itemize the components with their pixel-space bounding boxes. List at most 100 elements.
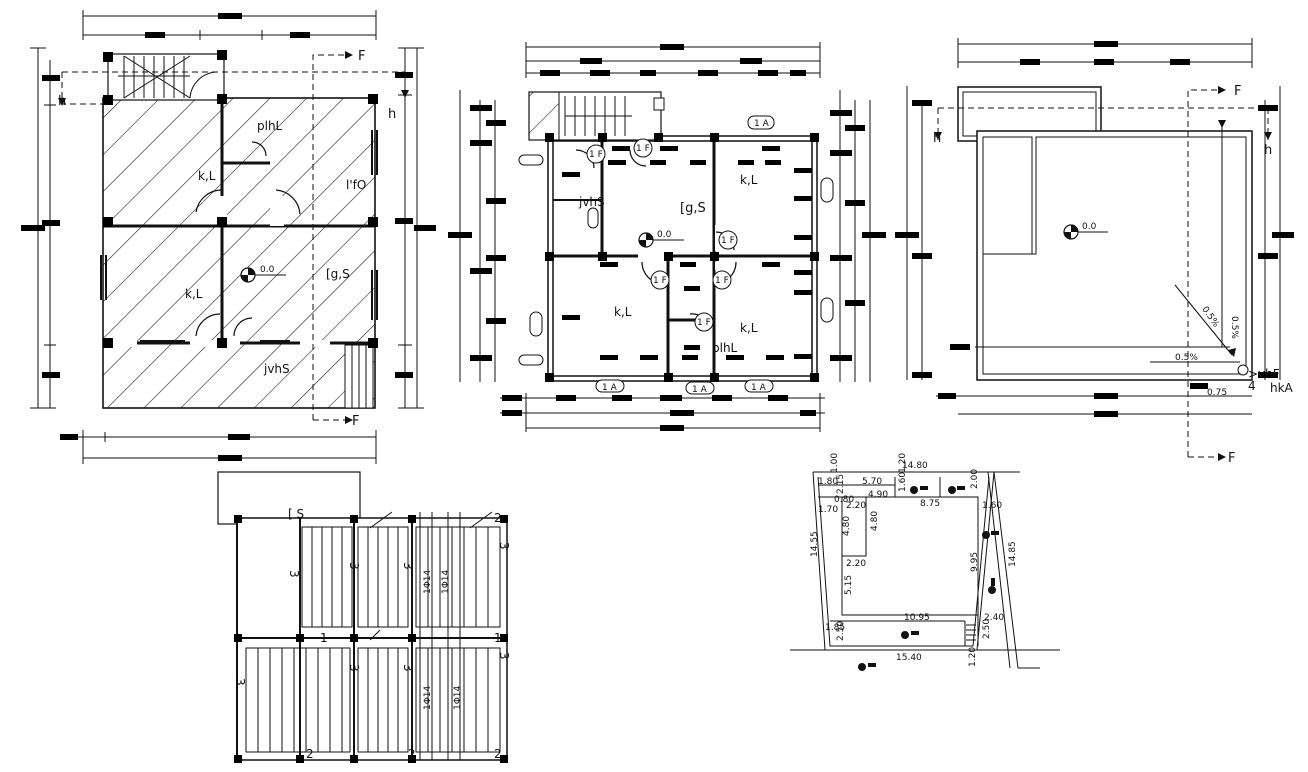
- plan-2-door-tag: 1 F: [721, 236, 735, 246]
- plan-2-room-label: plhL: [712, 341, 738, 355]
- site-dimension: 2.20: [846, 559, 866, 569]
- plan-3-level-symbol-icon: [1063, 224, 1108, 240]
- plan-3-level-value: 0.0: [1082, 222, 1097, 232]
- plan-3-slope-label: 0.5%: [1175, 353, 1198, 363]
- site-dimension: 2.50: [982, 619, 992, 639]
- plan-2-window-tag: 1 A: [602, 383, 618, 393]
- plan-1-stair-treads: [118, 55, 191, 99]
- plan-3-roof: F F h h 0.0 0.5% 0.5% 0.5% >vhF 4 hkA 0.…: [895, 38, 1294, 466]
- plan-1-level-value: 0.0: [260, 265, 275, 275]
- plan-2-level-symbol-icon: [638, 232, 684, 248]
- plan-1-columns: [103, 50, 378, 348]
- plan-3-tiny-dimension: 0.75: [1207, 388, 1227, 398]
- plan-2-room-label: [g,S: [680, 201, 706, 216]
- site-dimension: 4.80: [870, 511, 880, 531]
- plan-2-room-label: k,L: [740, 321, 758, 335]
- site-dimension: 1.00: [830, 453, 840, 473]
- plan-2-window-tag: 1 A: [754, 119, 770, 129]
- site-dimension: 5.70: [862, 477, 882, 487]
- site-dimension: 1.80: [818, 477, 838, 487]
- plan-2-columns: [545, 133, 819, 382]
- slab-rebar-label: 1Φ14: [423, 685, 433, 710]
- slab-beam-label: 3: [401, 664, 415, 672]
- site-dimension: 8.75: [920, 499, 940, 509]
- site-plan: 14.80 1.80 5.70 1.60 1.20 2.00 0.80 4.90…: [790, 453, 1060, 671]
- plan-1-dimension-ticks: [21, 13, 436, 461]
- site-dimension: 1.60: [898, 472, 908, 492]
- plan-3-level-mark-right: h: [1264, 143, 1272, 158]
- site-dimension: 2.15: [836, 474, 846, 494]
- slab-beam-label: 3: [497, 652, 511, 660]
- slab-beam-label: 1: [320, 631, 328, 645]
- plan-2-room-label: k,L: [614, 305, 632, 319]
- site-dimension: 4.90: [868, 490, 888, 500]
- plan-2-dimension-lines: [459, 42, 871, 432]
- slab-beam-label: 1: [494, 631, 502, 645]
- plan-2-door-tags: [586, 138, 738, 332]
- plan-2-window-tag: 1 A: [692, 385, 708, 395]
- site-dimension: 1.60: [982, 501, 1002, 511]
- plan-2-door-tag: 1 F: [653, 276, 667, 286]
- slab-beam-label: 2: [306, 747, 314, 761]
- slab-columns: [234, 515, 508, 763]
- plan-1-room-label: k,L: [198, 169, 216, 183]
- plan-1-level-mark-right: h: [388, 107, 396, 122]
- plan-1-level-mark-left: h: [58, 94, 66, 109]
- site-dimension: 2.40: [984, 613, 1004, 623]
- slab-beam-label: 3: [233, 678, 247, 686]
- plan-2-door-tag: 1 F: [697, 318, 711, 328]
- slab-beam-label: 2: [494, 511, 502, 525]
- site-dimension: 14.55: [810, 531, 820, 557]
- plan-2-window-tags: [595, 115, 775, 395]
- plan-3-drain-icon: [1237, 364, 1249, 376]
- plan-3-slope-label: 0.5%: [1229, 316, 1239, 339]
- slab-joists: [245, 511, 501, 760]
- plan-1-ground-floor: F F h h plhL k,L l'fO k,L [g,S jvhS 0.0: [21, 10, 436, 464]
- plan-3-section-mark-top: F: [1234, 84, 1241, 99]
- plan-1-windows: [100, 130, 378, 342]
- plan-1-room-label: plhL: [257, 119, 283, 133]
- slab-beam-label: 3: [347, 664, 361, 672]
- plan-1-section-mark-bottom: F: [352, 414, 359, 429]
- plan-3-drain-label: >vhF: [1248, 367, 1280, 381]
- slab-rebar-label: 1Φ14: [423, 569, 433, 594]
- plan-1-room-label: [g,S: [326, 267, 350, 281]
- slab-beam-label: 3: [497, 542, 511, 550]
- plan-2-room-label: jvhS: [578, 195, 605, 209]
- slab-rebar-label: 1Φ14: [453, 685, 463, 710]
- site-dimension: 2.00: [970, 469, 980, 489]
- plan-2-dimension-ticks: [448, 44, 886, 431]
- site-dimension: 14.80: [902, 461, 928, 471]
- plan-2-first-floor: 1 F 1 F 1 F 1 F 1 F 1 F 1 A 1 A 1 A 1 A: [448, 42, 886, 432]
- plan-2-door-tag: 1 F: [636, 144, 650, 154]
- site-dimension: 1.20: [968, 647, 978, 667]
- site-level-markers: [858, 486, 999, 671]
- site-dimension: 9.95: [970, 552, 980, 572]
- slab-beam-label: 3: [401, 562, 415, 570]
- slab-reinforcement-plan: [ S 1 1 2 2 2 2 3 3 3 3 3 3 3 3 1Φ14 1Φ1…: [217, 471, 511, 763]
- plan-1-section-mark-top: F: [358, 49, 365, 64]
- site-dimension: 1.85: [825, 623, 845, 633]
- plan-1-door-swings: [195, 141, 301, 337]
- plan-3-section-mark-bottom: F: [1228, 451, 1235, 466]
- site-dimension: 2.20: [846, 501, 866, 511]
- plan-2-room-label: k,L: [740, 173, 758, 187]
- slab-rebar-label: 1Φ14: [441, 569, 451, 594]
- site-dimension: 10.95: [904, 613, 930, 623]
- plan-2-door-tag: 1 F: [715, 276, 729, 286]
- slab-beam-label: 2: [494, 747, 502, 761]
- site-dimension: 4.80: [842, 516, 852, 536]
- site-dimension: 1.70: [818, 505, 838, 515]
- plan-3-level-mark-left: h: [933, 131, 941, 146]
- plan-2-walls: [547, 135, 818, 382]
- slab-beam-label: 3: [287, 570, 301, 578]
- slab-beam-label: 3: [347, 562, 361, 570]
- site-dimension: 0.80: [834, 495, 854, 505]
- plan-2-window-tag: 1 A: [751, 383, 767, 393]
- site-dimension: 5.15: [844, 575, 854, 595]
- site-dimension: 14.85: [1008, 541, 1018, 567]
- plan-2-level-value: 0.0: [657, 230, 672, 240]
- plan-3-corner-label: hkA: [1270, 381, 1294, 395]
